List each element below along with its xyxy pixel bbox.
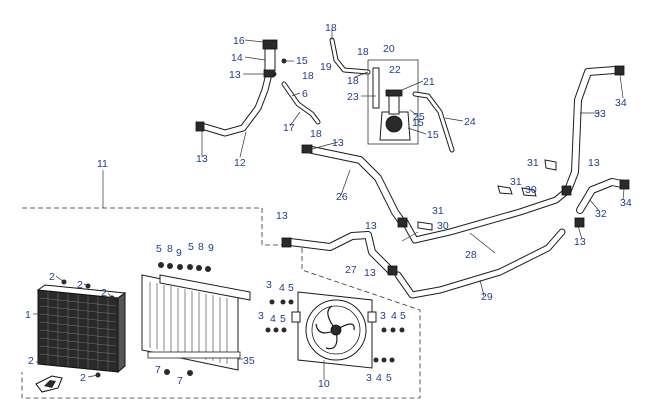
callout-22: 22 — [389, 64, 401, 76]
hose-12 — [201, 74, 272, 137]
callout-2: 2 — [80, 372, 86, 384]
callout-7: 7 — [177, 375, 183, 387]
callout-18: 18 — [310, 128, 322, 140]
hose-19 — [329, 37, 371, 75]
cooling-fan-assembly — [291, 291, 377, 369]
callout-3: 3 — [266, 279, 272, 291]
callout-15: 15 — [296, 55, 308, 67]
hose-17 — [281, 81, 321, 125]
radiator-frame — [141, 274, 251, 371]
fasteners — [37, 58, 405, 378]
callout-4: 4 — [270, 313, 276, 325]
callout-28: 28 — [465, 249, 477, 261]
callout-7: 7 — [155, 364, 161, 376]
hose-32 — [576, 178, 626, 214]
hose-28 — [401, 186, 572, 244]
hose-33 — [564, 66, 619, 194]
callout-34: 34 — [615, 97, 627, 109]
callout-25: 25 — [413, 111, 425, 123]
callout-4: 4 — [376, 372, 382, 384]
callout-8: 8 — [198, 241, 204, 253]
callout-31: 31 — [527, 157, 539, 169]
callout-4: 4 — [279, 282, 285, 294]
callout-labels: 1 2 2 2 2 2 11 35 10 5 8 9 5 8 9 7 7 3 4… — [25, 22, 632, 390]
callout-13: 13 — [276, 210, 288, 222]
callout-10: 10 — [318, 378, 330, 390]
coolant-reservoir — [367, 59, 419, 145]
hose-brackets — [417, 159, 557, 231]
callout-3: 3 — [380, 310, 386, 322]
callout-13: 13 — [574, 236, 586, 248]
callout-31: 31 — [432, 205, 444, 217]
callout-34: 34 — [620, 197, 632, 209]
callout-13: 13 — [364, 267, 376, 279]
callout-5: 5 — [288, 282, 294, 294]
callout-1: 1 — [25, 309, 31, 321]
callout-15: 15 — [427, 129, 439, 141]
callout-11: 11 — [97, 158, 108, 170]
callout-5: 5 — [280, 313, 286, 325]
callout-13: 13 — [332, 137, 344, 149]
callout-26: 26 — [336, 191, 348, 203]
callout-13: 13 — [229, 69, 241, 81]
callout-13: 13 — [588, 157, 600, 169]
callout-24: 24 — [464, 116, 476, 128]
hose-26 — [308, 146, 406, 226]
callout-9: 9 — [208, 242, 214, 254]
hose-24 — [412, 91, 455, 153]
callout-29: 29 — [481, 291, 493, 303]
callout-3: 3 — [366, 372, 372, 384]
callout-18: 18 — [302, 70, 314, 82]
callout-2: 2 — [28, 355, 34, 367]
callout-5: 5 — [188, 241, 194, 253]
hose-27 — [286, 231, 394, 274]
callout-9: 9 — [176, 247, 182, 259]
front-direction-arrow-icon — [35, 375, 63, 393]
radiator-assembly-boundary — [21, 207, 421, 399]
callout-23: 23 — [347, 91, 359, 103]
callout-20: 20 — [383, 43, 395, 55]
callout-3: 3 — [258, 310, 264, 322]
callout-2: 2 — [101, 287, 107, 299]
callout-2: 2 — [77, 279, 83, 291]
callout-16: 16 — [233, 35, 245, 47]
callout-18: 18 — [325, 22, 337, 34]
callout-4: 4 — [391, 310, 397, 322]
callout-19: 19 — [320, 61, 332, 73]
radiator-core — [36, 284, 127, 374]
callout-15: 15 — [412, 117, 424, 129]
callout-21: 21 — [423, 76, 435, 88]
callout-8: 8 — [167, 243, 173, 255]
callout-17: 17 — [283, 122, 295, 134]
hose-clamps — [195, 65, 630, 276]
callout-5: 5 — [156, 243, 162, 255]
callout-2: 2 — [49, 271, 55, 283]
callout-13: 13 — [196, 153, 208, 165]
callout-33: 33 — [594, 108, 606, 120]
callout-35: 35 — [243, 355, 255, 367]
callout-18: 18 — [357, 46, 369, 58]
callout-27: 27 — [345, 264, 357, 276]
callout-30: 30 — [437, 220, 449, 232]
callout-30: 30 — [525, 184, 537, 196]
callout-13: 13 — [365, 220, 377, 232]
callout-31: 31 — [510, 176, 522, 188]
callout-6: 6 — [302, 88, 308, 100]
callout-14: 14 — [231, 52, 243, 64]
callout-5: 5 — [386, 372, 392, 384]
callout-32: 32 — [595, 208, 607, 220]
callout-12: 12 — [234, 157, 246, 169]
callout-5: 5 — [400, 310, 406, 322]
hose-29 — [394, 228, 566, 299]
callout-18: 18 — [347, 75, 359, 87]
leader-lines — [33, 28, 625, 380]
